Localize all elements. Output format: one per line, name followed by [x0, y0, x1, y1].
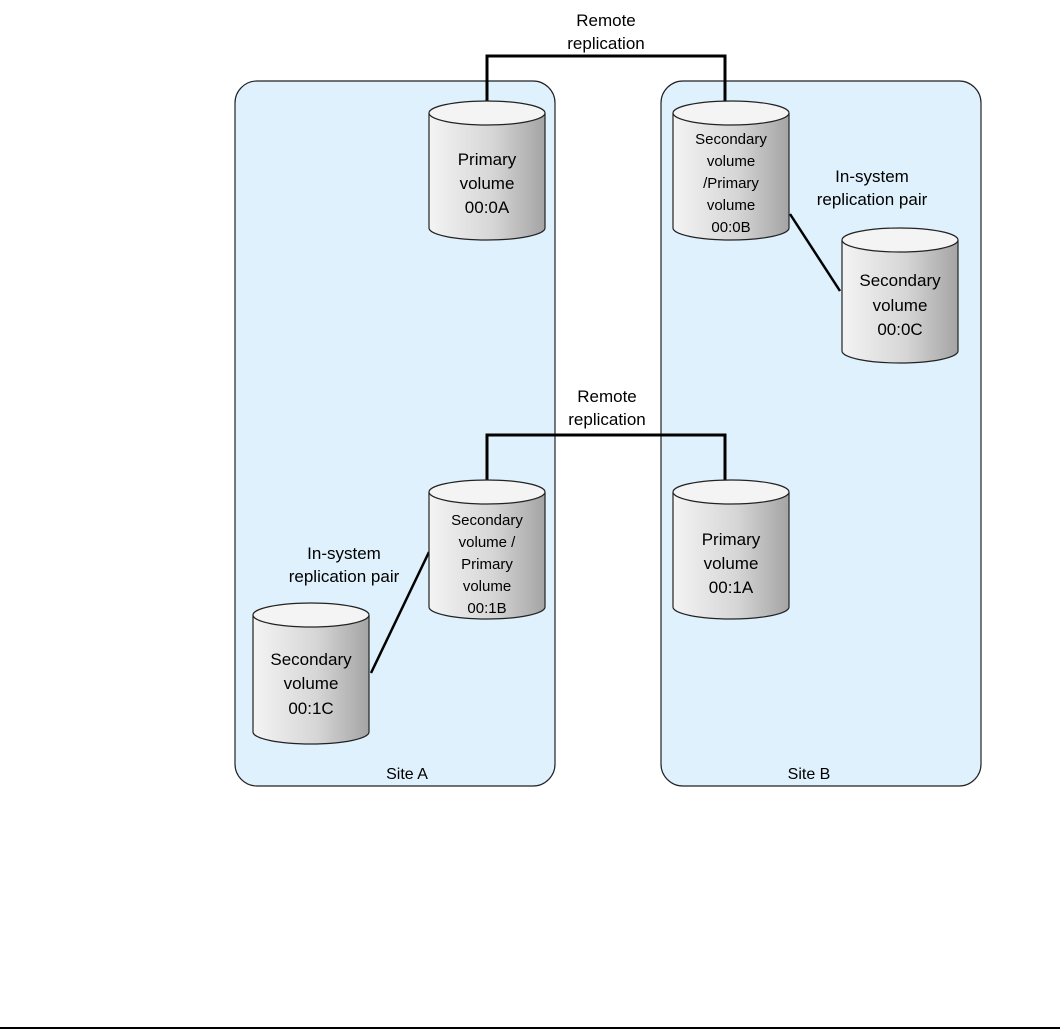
in-system-pair-site-a-line1: In-system — [307, 544, 381, 563]
volume-00-1A-label-2: volume — [704, 554, 759, 573]
in-system-pair-line-site-b — [788, 213, 842, 292]
volume-00-1B-label-3: Primary — [461, 556, 513, 573]
volume-00-0B-label-3: /Primary — [703, 175, 759, 192]
volume-00-1B-label-1: Secondary — [451, 512, 523, 529]
remote-replication-middle-line — [485, 433, 727, 493]
volume-00-1B-label-2: volume / — [459, 534, 517, 551]
in-system-pair-line-site-a — [369, 551, 431, 674]
remote-replication-middle-label-line1: Remote — [577, 387, 637, 406]
volume-00-0A — [428, 100, 546, 241]
volume-00-0B-label-4: volume — [707, 197, 755, 214]
volume-00-1C-label-2: volume — [284, 674, 339, 693]
in-system-pair-site-b-line1: In-system — [835, 167, 909, 186]
volume-00-0A-label-1: Primary — [458, 150, 517, 169]
volume-00-0C-label-1: Secondary — [859, 271, 941, 290]
volume-00-1A — [672, 479, 790, 620]
volume-00-1B-label-4: volume — [463, 578, 511, 595]
volume-00-1C-label-3: 00:1C — [288, 699, 333, 718]
volume-00-1C-label-1: Secondary — [270, 650, 352, 669]
in-system-pair-site-a-line2: replication pair — [289, 567, 400, 586]
volume-00-0B-label-5: 00:0B — [711, 219, 750, 236]
volume-00-1C — [252, 602, 370, 745]
remote-replication-middle-label-line2: replication — [568, 410, 646, 429]
site-b-label: Site B — [788, 766, 831, 783]
volume-00-0C-label-3: 00:0C — [877, 320, 922, 339]
volume-00-0C — [841, 227, 959, 364]
volume-00-0A-label-3: 00:0A — [465, 198, 510, 217]
volume-00-1A-label-1: Primary — [702, 530, 761, 549]
volume-00-1A-label-3: 00:1A — [709, 578, 754, 597]
remote-replication-top-label-line2: replication — [567, 34, 645, 53]
volume-00-0A-label-2: volume — [460, 174, 515, 193]
volume-00-0B-label-1: Secondary — [695, 131, 767, 148]
volume-00-1B — [428, 479, 546, 620]
volume-00-0B — [672, 100, 790, 241]
remote-replication-top-line — [485, 54, 727, 115]
in-system-pair-site-b-line2: replication pair — [817, 190, 928, 209]
volume-00-0C-label-2: volume — [873, 296, 928, 315]
volume-00-1B-label-5: 00:1B — [467, 600, 506, 617]
remote-replication-top-label-line1: Remote — [576, 11, 636, 30]
volume-00-0B-label-2: volume — [707, 153, 755, 170]
site-a-label: Site A — [386, 766, 428, 783]
